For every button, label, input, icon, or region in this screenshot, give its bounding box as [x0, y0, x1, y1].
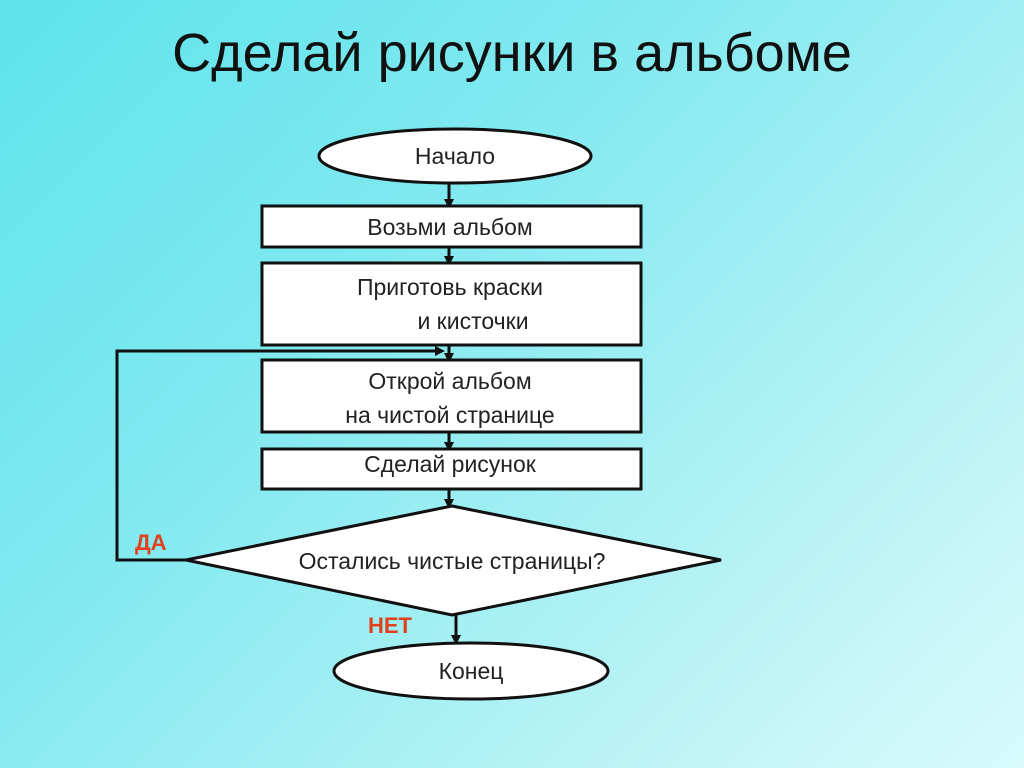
- open-text-line1: Открой альбом: [368, 368, 531, 394]
- prepare-text-line1: Приготовь краски: [357, 274, 543, 300]
- draw-text: Сделай рисунок: [364, 451, 537, 477]
- prepare-box: [260, 261, 643, 347]
- open-text-line2: на чистой странице: [345, 402, 554, 428]
- decision-text: Остались чистые страницы?: [299, 548, 606, 574]
- start-terminator: [317, 127, 593, 185]
- page-title: Сделай рисунки в альбоме: [172, 23, 852, 83]
- yes-label: ДА: [135, 530, 167, 555]
- end-text: Конец: [439, 658, 504, 684]
- end-terminator: [332, 641, 610, 701]
- take-album-box: [260, 204, 643, 249]
- no-label: НЕТ: [368, 613, 413, 638]
- decision-diamond: [185, 504, 722, 617]
- start-text: Начало: [415, 143, 495, 169]
- connector-loop-yes: [115, 346, 445, 562]
- prepare-text-line2: и кисточки: [417, 308, 528, 334]
- take-album-text: Возьми альбом: [367, 214, 532, 240]
- draw-box: [260, 447, 643, 491]
- open-album-box: [260, 358, 643, 434]
